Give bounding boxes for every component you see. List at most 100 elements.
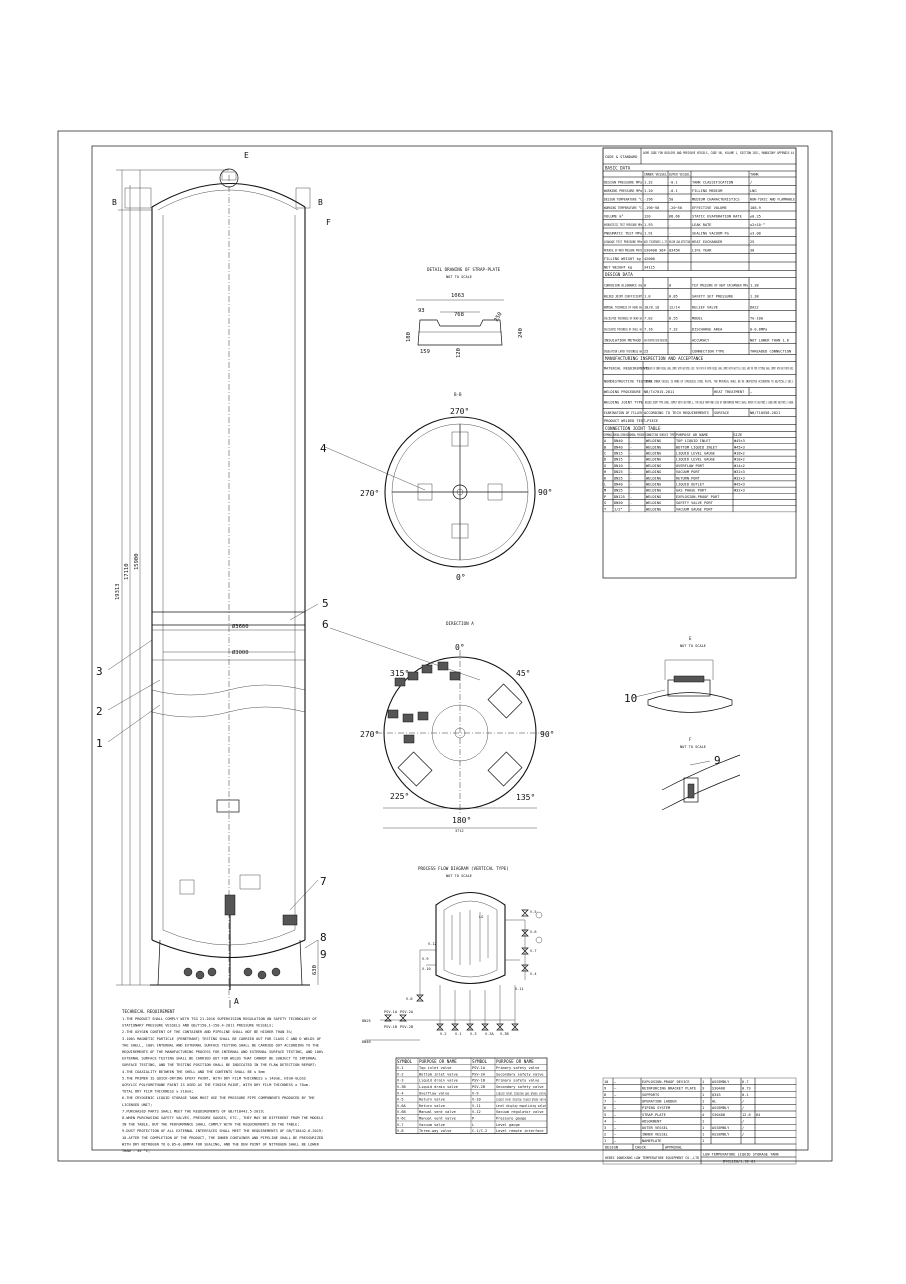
bom-cell: ASSEMBLY: [712, 1133, 730, 1137]
pf-label-v12: V-12: [428, 942, 437, 946]
pf-label-psv1b: PSV-1B: [384, 1025, 397, 1029]
spec-cell: LIFE YEAR: [692, 249, 712, 253]
table-cell: [748, 387, 797, 396]
bom-cell: 6: [604, 1106, 606, 1110]
symbol-table-cell: V-4: [397, 1091, 404, 1095]
spec-cell: TANK CLASSIFICATION: [692, 181, 733, 185]
table-cell: [710, 1137, 742, 1145]
conn-header: SIZE: [734, 433, 743, 437]
dim-shell-height: 17110: [124, 563, 130, 580]
signature-label: APPROVAL: [665, 1146, 682, 1150]
table-cell: [754, 1110, 797, 1118]
pf-label-v3b: V-3B: [500, 1032, 509, 1036]
vessel-dimension-labels: 19313 17110 15900 Ø3600 Ø3000 630 E B B …: [112, 151, 331, 1006]
bom-cell: 9: [604, 1086, 606, 1090]
strap-scale: NOT TO SCALE: [446, 275, 472, 279]
conn-cell: WELDING: [646, 470, 661, 474]
conn-cell: Φ45×3: [734, 483, 745, 487]
spec-cell: 30: [750, 249, 754, 253]
table-cell: [667, 253, 692, 263]
spec-cell: 1.38: [750, 284, 759, 288]
table-cell: [732, 431, 797, 438]
symbol-table-header: SYMBOL: [472, 1059, 488, 1064]
conn-cell: WELDING: [646, 501, 661, 505]
spec-cell: MATERIAL OF MAIN PRESSURE PARTS: [604, 249, 642, 253]
bom-cell: /: [742, 1126, 744, 1130]
pf-label-v10: V-10: [422, 967, 431, 971]
bom-cell: ASSEMBLY: [712, 1080, 730, 1084]
conn-cell: -: [630, 464, 632, 468]
bom-cell: 1: [702, 1133, 704, 1137]
process-scale: NOT TO SCALE: [446, 874, 472, 878]
signature-label: DESIGN: [605, 1146, 618, 1150]
symbol-table-cell: Liquid level display gas phase valve: [496, 1091, 546, 1095]
pf-label-v8: V-8: [406, 997, 413, 1001]
conn-cell: -: [630, 495, 632, 499]
tech-req-line: REQUIREMENTS OF THE MANUFACTURING PROCES…: [122, 1050, 324, 1054]
bom-cell: —: [614, 1119, 617, 1123]
bom-cell: 1: [702, 1100, 704, 1104]
spec-cell: MODEL: [692, 317, 703, 321]
conn-cell: A: [604, 439, 607, 443]
conn-cell: RETURN PORT: [676, 476, 701, 480]
strap-dim-240: 240: [518, 328, 524, 338]
conn-cell: DN40: [614, 439, 623, 443]
spec-cell: 25: [644, 350, 648, 354]
conn-cell: WELDING: [646, 458, 661, 462]
code-standard-value: ASME CODE FOR BOILERS AND PRESSURE VESSE…: [643, 151, 794, 155]
symbol-table-cell: Secondary safety valve: [496, 1072, 544, 1076]
conn-cell: B: [604, 445, 606, 449]
symbol-table-header: PURPOSE OR NAME: [419, 1059, 457, 1064]
bom-cell: AL: [712, 1100, 716, 1104]
conn-cell: DN40: [614, 483, 623, 487]
pf-label-v3a: V-3A: [485, 1032, 494, 1036]
tech-req-line: 3.100% MAGNETIC PARTICLE (PENETRANT) TES…: [122, 1037, 321, 1041]
dim-straight-height: 15900: [134, 553, 140, 570]
conn-cell: DN25: [614, 489, 623, 493]
bom-cell: SUPPORTS: [642, 1093, 659, 1097]
dira-bottom-dim: 3712: [455, 829, 464, 833]
spec-cell: ≤3.00: [750, 232, 761, 236]
spec-cell: 42000: [644, 257, 655, 261]
section-bb-title: B-B: [454, 392, 462, 397]
bom-cell: 12.6: [742, 1113, 751, 1117]
symbol-table-cell: V-1: [397, 1066, 404, 1070]
conn-header: NOMINAL DIMENSION: [614, 433, 629, 437]
spec-cell: LEAK RATE: [692, 223, 711, 227]
pf-label-v6: V-6: [530, 930, 537, 934]
spec-cell: 1.93: [644, 223, 653, 227]
bom-cell: 64: [756, 1113, 760, 1117]
symbol-table-cell: Level gauge: [496, 1123, 520, 1127]
bom-cell: PIPING SYSTEM: [642, 1106, 671, 1110]
bom-cell: 4: [702, 1113, 704, 1117]
conn-cell: Φ18×2: [734, 452, 745, 456]
bom-cell: —: [614, 1086, 617, 1090]
table-cell: [612, 1137, 642, 1145]
table-cell: [748, 244, 797, 254]
conn-cell: Φ45×3: [734, 445, 745, 449]
pf-label-dn40: DN40: [362, 1040, 371, 1044]
table-cell: [754, 1117, 797, 1125]
conn-cell: WELDING: [646, 507, 661, 511]
bom-cell: 4: [604, 1119, 606, 1123]
table-cell: [690, 261, 750, 271]
view-mark-a: A: [234, 997, 239, 1006]
dim-outer-diameter: Ø3600: [232, 623, 249, 630]
conn-cell: OVERFLOW PORT: [676, 464, 705, 468]
direction-a-view: DIRECTION A 0° 45° 315° 270° 90° 225° 13…: [360, 621, 554, 833]
symbol-table-cell: V-7: [397, 1123, 404, 1127]
mfg-cell: SURFACE: [714, 411, 729, 415]
section-title: CONNECTION JOINT TABLE: [605, 426, 661, 431]
conn-cell: EXPLOSION-PROOF PORT: [676, 495, 720, 499]
symbol-table-cell: Vacuum valve: [419, 1123, 445, 1127]
basic-col-header: INNER VESSEL: [644, 173, 667, 177]
conn-cell: DN50: [614, 501, 623, 505]
detail-e-title: E: [689, 636, 692, 641]
spec-cell: 7.32: [669, 328, 678, 332]
conn-cell: -: [630, 489, 632, 493]
bom-cell: —: [614, 1133, 617, 1137]
spec-cell: 1.38: [750, 295, 759, 299]
spec-cell: FILLING WEIGHT kg: [604, 257, 641, 261]
table-cell: [602, 170, 644, 178]
